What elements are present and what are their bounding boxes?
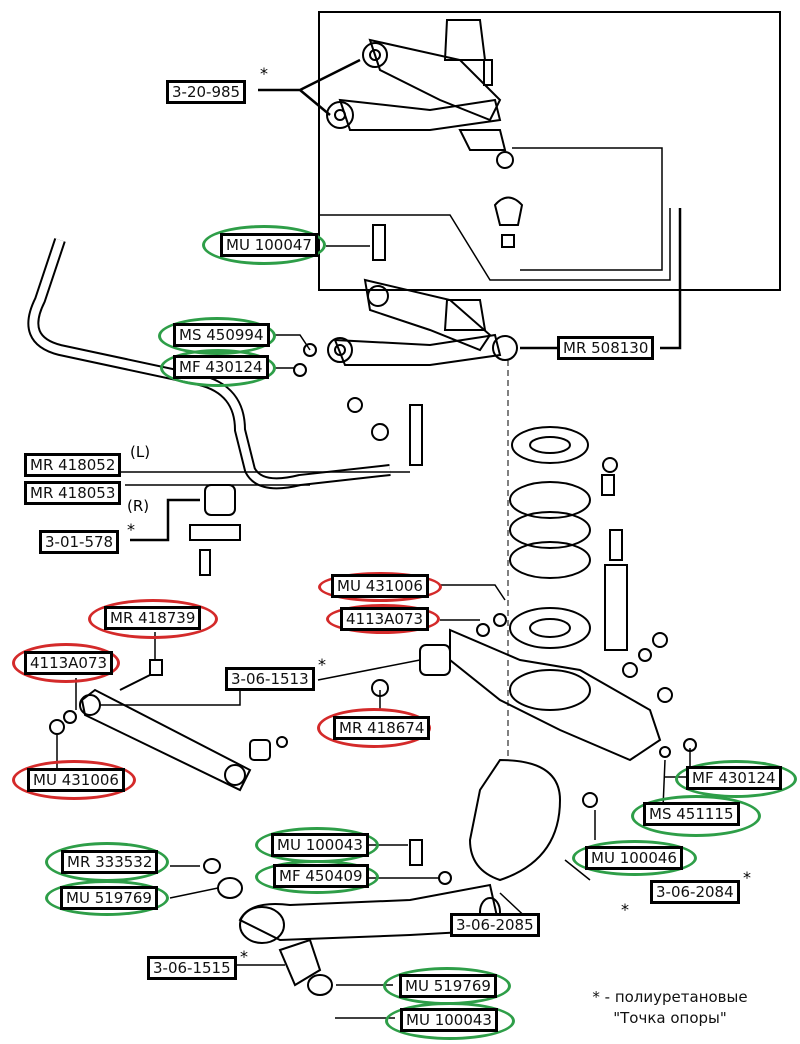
red-ring — [326, 604, 440, 634]
part-label-MF430124: MF 430124 — [686, 766, 782, 790]
part-label-MR418674: MR 418674 — [333, 716, 431, 740]
red-ring — [88, 599, 218, 639]
part-label-MR508130: MR 508130 — [557, 336, 655, 360]
upper-arm-inset — [326, 19, 524, 248]
part-label-MF450409: MF 450409 — [273, 864, 369, 888]
part-label-MU100046: MU 100046 — [585, 846, 683, 870]
legend-line-2: "Точка опоры" — [613, 1009, 727, 1027]
part-label-3-06-1515: 3-06-1515 — [147, 956, 237, 980]
part-label-MR418739: MR 418739 — [104, 606, 202, 630]
part-label-3-01-578: 3-01-578 — [39, 530, 120, 554]
red-ring — [12, 760, 136, 800]
part-label-MS451115: MS 451115 — [643, 802, 740, 826]
stabilizer-parts — [189, 397, 423, 576]
part-label-3-06-2085: 3-06-2085 — [450, 913, 540, 937]
red-ring — [318, 572, 442, 602]
part-label-MU431006: MU 431006 — [27, 768, 125, 792]
polyurethane-star: * — [240, 947, 248, 966]
part-label-MR418053: MR 418053 — [24, 481, 122, 505]
red-ring — [12, 643, 120, 683]
part-label-MU100043: MU 100043 — [271, 833, 369, 857]
part-label-MR418052: MR 418052 — [24, 453, 122, 477]
polyurethane-star: * — [621, 900, 629, 919]
part-label-MR333532: MR 333532 — [61, 850, 159, 874]
part-label-MU100043: MU 100043 — [400, 1008, 498, 1032]
legend-line-1: * - полиуретановые — [592, 988, 748, 1006]
part-label-MU431006: MU 431006 — [331, 574, 429, 598]
part-label-MU519769: MU 519769 — [60, 886, 158, 910]
green-ring — [45, 880, 169, 916]
part-label-MF430124: MF 430124 — [173, 355, 269, 379]
part-label-MS450994: MS 450994 — [173, 323, 270, 347]
polyurethane-star: * — [127, 520, 135, 539]
green-ring — [631, 795, 761, 837]
lateral-rod — [49, 659, 288, 792]
part-label-MU519769: MU 519769 — [399, 974, 497, 998]
side-left-tag: (L) — [130, 443, 151, 461]
part-label-MU100047: MU 100047 — [220, 233, 318, 257]
inset-frame — [318, 11, 781, 291]
green-ring — [202, 225, 326, 265]
polyurethane-star: * — [260, 64, 268, 83]
part-label-3-20-985: 3-20-985 — [166, 80, 247, 104]
green-ring — [255, 860, 379, 894]
green-ring — [385, 1002, 515, 1040]
part-label-3-06-1513: 3-06-1513 — [225, 667, 315, 691]
green-ring — [572, 840, 697, 876]
green-ring — [675, 760, 797, 798]
part-label-3-06-2084: 3-06-2084 — [650, 880, 740, 904]
polyurethane-star: * — [318, 655, 326, 674]
part-label-4113A073: 4113A073 — [24, 651, 114, 675]
side-right-tag: (R) — [127, 497, 150, 515]
polyurethane-star: * — [743, 868, 751, 887]
coil-spring — [509, 426, 668, 678]
upper-arm — [293, 224, 518, 377]
lower-arm — [419, 613, 697, 882]
green-ring — [160, 349, 276, 387]
part-label-4113A073: 4113A073 — [340, 607, 430, 631]
